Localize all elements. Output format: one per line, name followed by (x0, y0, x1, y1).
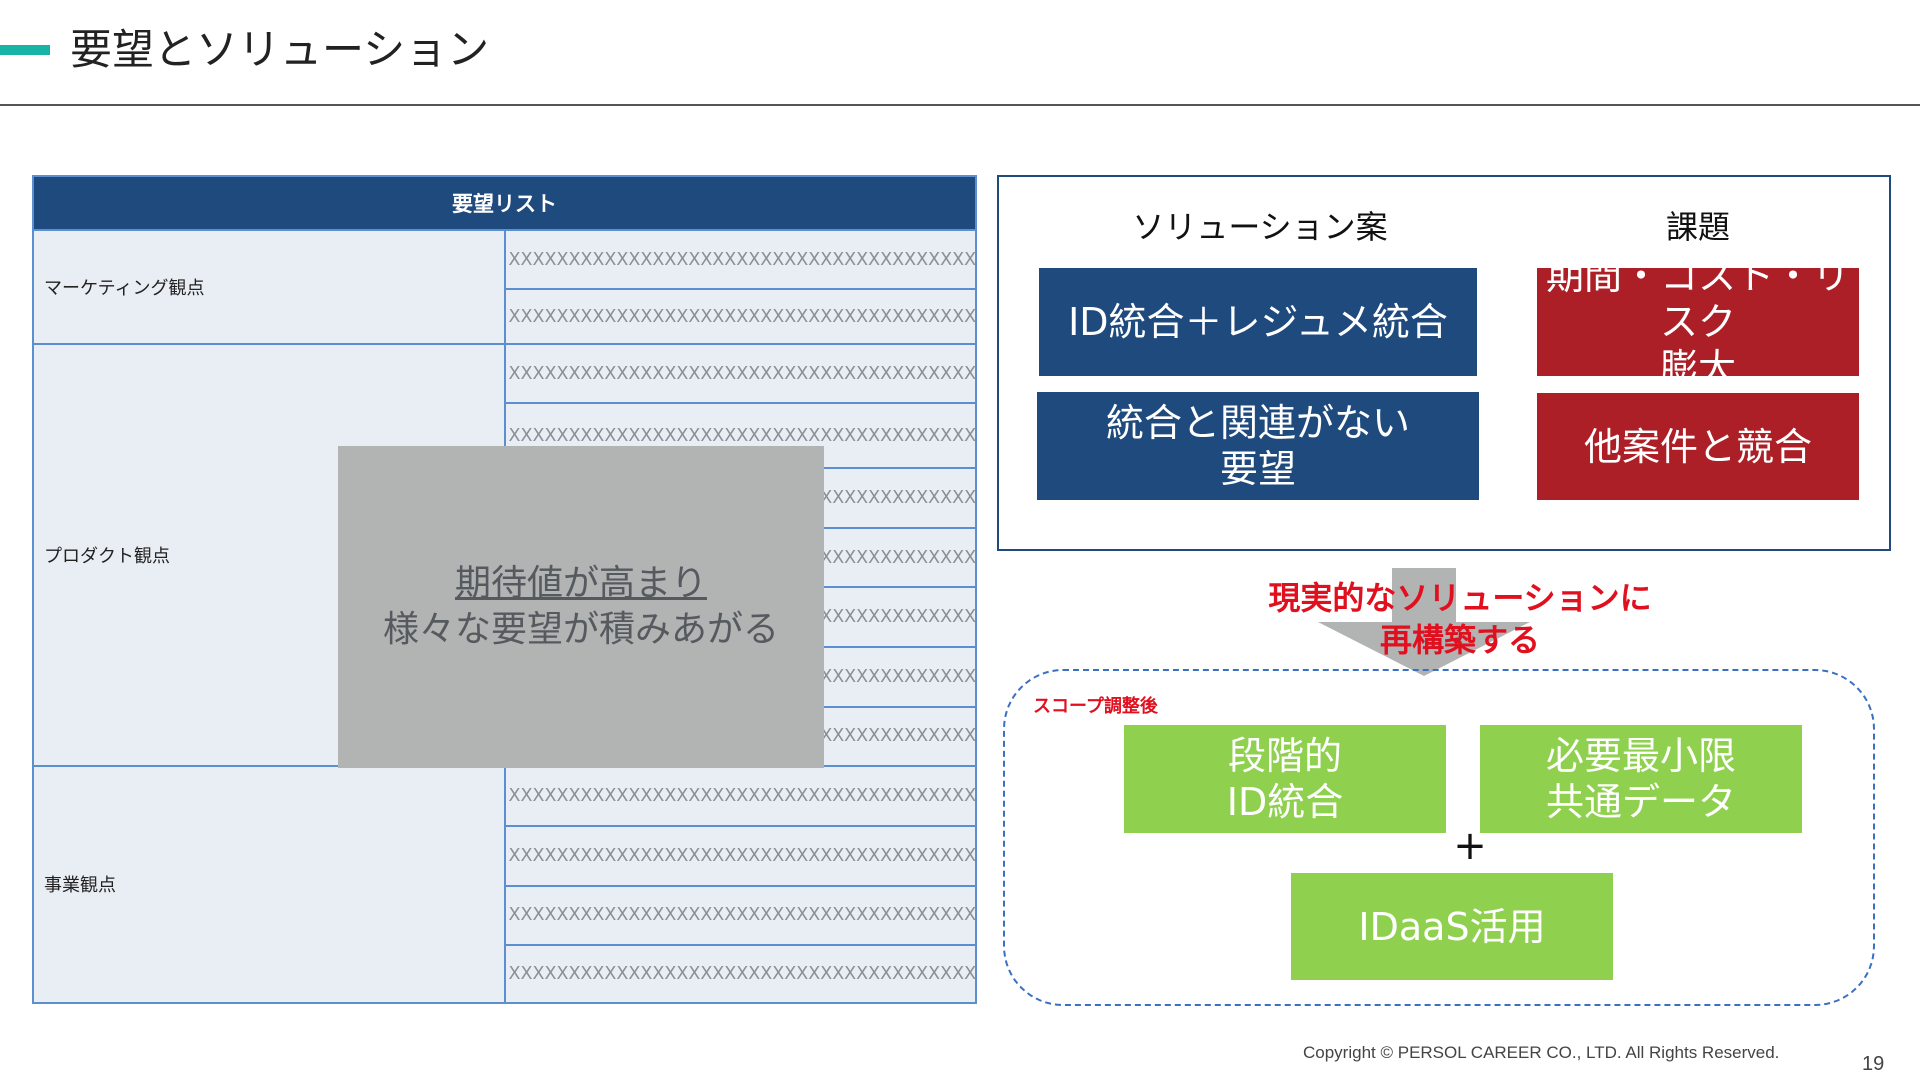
table-row: マーケティング観点 XXXXXXXXXXXXXXXXXXXXXXXXXXXXXX… (32, 229, 977, 346)
issue-line: 他案件と競合 (1583, 424, 1812, 469)
solution-column-header: ソリューション案 (1132, 208, 1388, 246)
title-accent-bar (0, 45, 50, 55)
reconstruct-message: 現実的なソリューションに 再構築する (1240, 577, 1680, 661)
down-arrow-icon (1318, 568, 1530, 676)
reconstruct-line-2: 再構築する (1379, 621, 1540, 659)
scope-line: ID統合 (1226, 780, 1344, 824)
table-row: プロダクト観点 XXXXXXXXXXXXXXXXXXXXXXXXXXXXXXXX… (32, 343, 977, 767)
table-row: XXXXXXXXXXXXXXXXXXXXXXXXXXXXXXXXXXXXXXXX… (33, 824, 977, 887)
page-title: 要望とソリューション (70, 25, 490, 74)
expectation-line-1: 期待値が高まり (454, 563, 707, 604)
issue-project-conflict: 他案件と競合 (1537, 393, 1859, 500)
solution-unrelated-requests: 統合と関連がない 要望 (1037, 392, 1479, 500)
scope-line: 段階的 (1227, 734, 1342, 778)
solution-line: 統合と関連がない (1105, 401, 1410, 445)
scope-line: 必要最小限 (1545, 734, 1736, 778)
requirement-item: XXXXXXXXXXXXXXXXXXXXXXXXXXXXXXXXXXXXXXXX… (503, 824, 977, 887)
plus-sign: + (1453, 823, 1487, 869)
scope-minimum-common-data: 必要最小限 共通データ (1480, 725, 1802, 833)
requirement-item: XXXXXXXXXXXXXXXXXXXXXXXXXXXXXXXXXXXXXXXX… (503, 764, 977, 827)
table-header: 要望リスト (32, 174, 977, 232)
scope-phased-id-integration: 段階的 ID統合 (1124, 725, 1446, 833)
issue-cost-risk: 期間・コスト・リスク 膨大 (1537, 254, 1859, 390)
scope-panel (1003, 669, 1875, 1006)
table-row: 事業観点 XXXXXXXXXXXXXXXXXXXXXXXXXXXXXXXXXXX… (32, 764, 977, 1005)
solution-line: 要望 (1219, 447, 1296, 491)
table-row: XXXXXXXXXXXXXXXXXXXXXXXXXXXXXXXXXXXXXXXX… (33, 884, 977, 946)
scope-idaas: IDaaS活用 (1291, 873, 1613, 980)
scope-line: IDaaS活用 (1358, 904, 1546, 949)
page-number: 19 (1862, 1053, 1885, 1075)
copyright-notice: Copyright © PERSOL CAREER CO., LTD. All … (1303, 1043, 1780, 1062)
requirement-item: XXXXXXXXXXXXXXXXXXXXXXXXXXXXXXXXXXXXXXXX… (503, 229, 977, 291)
table-row: XXXXXXXXXXXXXXXXXXXXXXXXXXXXXXXXXXXXXXXX… (33, 288, 977, 346)
issue-column-header: 課題 (1665, 208, 1730, 246)
issue-line: 膨大 (1659, 346, 1736, 390)
requirement-item: XXXXXXXXXXXXXXXXXXXXXXXXXXXXXXXXXXXXXXXX… (503, 943, 977, 1005)
category-label-marketing: マーケティング観点 (32, 229, 506, 346)
table-header-row: 要望リスト (32, 174, 977, 232)
category-label-business: 事業観点 (32, 764, 506, 1005)
issue-line: 期間・コスト・リスク (1545, 254, 1850, 344)
expectation-line-2: 様々な要望が積みあがる (382, 609, 779, 650)
requirement-item: XXXXXXXXXXXXXXXXXXXXXXXXXXXXXXXXXXXXXXXX… (503, 343, 977, 405)
requirement-item: XXXXXXXXXXXXXXXXXXXXXXXXXXXXXXXXXXXXXXXX… (503, 884, 977, 946)
header-divider (0, 104, 1920, 106)
reconstruct-line-1: 現実的なソリューションに (1268, 579, 1652, 617)
solution-line: ID統合＋レジュメ統合 (1068, 300, 1448, 344)
requirement-item: XXXXXXXXXXXXXXXXXXXXXXXXXXXXXXXXXXXXXXXX… (503, 288, 977, 346)
scope-label: スコープ調整後 (1033, 696, 1158, 717)
table-row: XXXXXXXXXXXXXXXXXXXXXXXXXXXXXXXXXXXXXXXX… (33, 943, 977, 1005)
expectation-overlay: 期待値が高まり 様々な要望が積みあがる (338, 446, 824, 768)
scope-line: 共通データ (1545, 780, 1736, 824)
solution-id-resume-integration: ID統合＋レジュメ統合 (1039, 268, 1477, 376)
